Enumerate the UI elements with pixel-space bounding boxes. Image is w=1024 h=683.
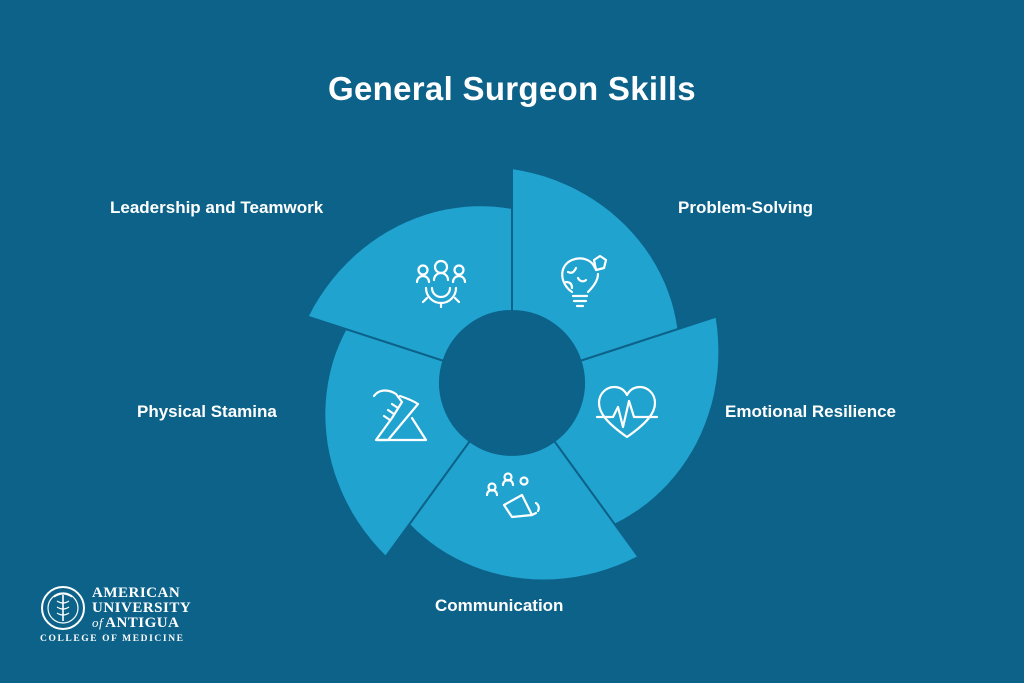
logo-of: of <box>92 615 104 630</box>
lightbulb-brain-icon <box>561 254 608 308</box>
logo-line-american: AMERICAN <box>92 585 181 601</box>
label-emotional-resilience: Emotional Resilience <box>725 402 896 421</box>
label-communication: Communication <box>435 596 564 615</box>
team-gear-icon <box>415 259 467 309</box>
label-leadership-teamwork: Leadership and Teamwork <box>110 198 324 217</box>
running-shoe-icon <box>372 389 428 442</box>
wheel-center-hole <box>440 311 584 455</box>
logo-line-university: UNIVERSITY <box>92 600 192 616</box>
label-physical-stamina: Physical Stamina <box>137 402 277 421</box>
label-problem-solving: Problem-Solving <box>678 198 814 217</box>
university-seal-icon <box>41 586 85 630</box>
heart-pulse-icon <box>595 385 659 439</box>
logo-line-college: COLLEGE OF MEDICINE <box>40 634 185 644</box>
megaphone-people-icon <box>485 472 540 519</box>
page-title: General Surgeon Skills <box>328 70 696 107</box>
logo-antigua: ANTIGUA <box>105 615 180 631</box>
